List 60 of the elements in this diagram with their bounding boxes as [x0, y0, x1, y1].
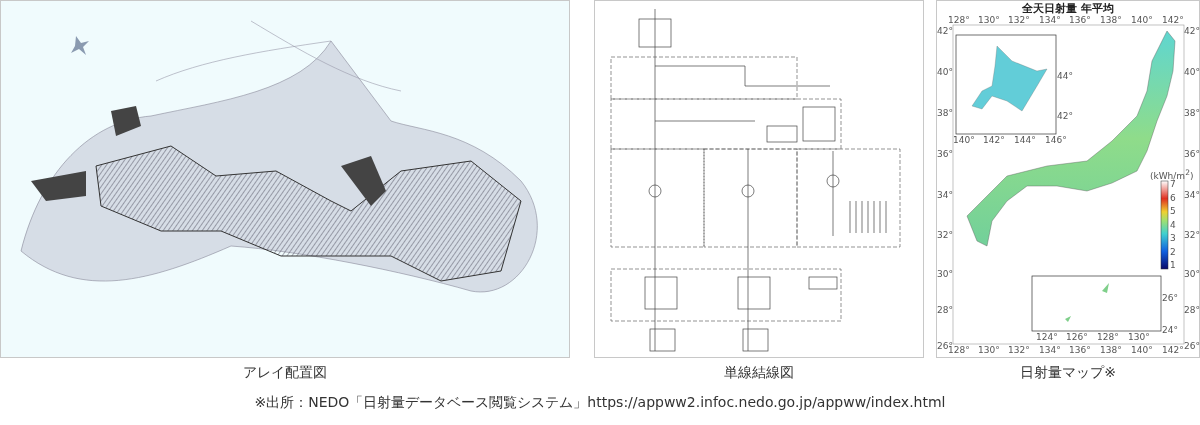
figure-panel [0, 0, 570, 358]
figure-caption: 単線結線図 [723, 364, 795, 382]
axis-tick-label: 130° [978, 345, 1000, 355]
axis-tick-label: 36° [937, 149, 953, 159]
axis-tick-label: 44° [1057, 71, 1073, 81]
axis-tick-label: 140° [1131, 15, 1153, 25]
colorbar-tick-label: 7 [1170, 179, 1176, 189]
axis-tick-label: 128° [948, 15, 970, 25]
colorbar-tick-label: 5 [1170, 206, 1176, 216]
axis-tick-label: 30° [937, 269, 953, 279]
axis-tick-label: 146° [1045, 135, 1067, 145]
axis-tick-label: 136° [1069, 345, 1091, 355]
axis-tick-label: 26° [1162, 293, 1178, 303]
axis-tick-label: 138° [1100, 15, 1122, 25]
axis-tick-label: 38° [937, 108, 953, 118]
axis-tick-label: 144° [1014, 135, 1036, 145]
unit-label: (kWh/m$^{2}$) [1150, 168, 1194, 181]
figure-caption: 日射量マップ※ [1019, 364, 1117, 382]
axis-tick-label: 38° [1184, 108, 1200, 118]
axis-tick-label: 40° [1184, 67, 1200, 77]
figure-panel [936, 0, 1200, 358]
axis-tick-label: 40° [937, 67, 953, 77]
axis-tick-label: 130° [978, 15, 1000, 25]
axis-tick-label: 28° [937, 305, 953, 315]
axis-tick-label: 42° [1057, 111, 1073, 121]
axis-tick-label: 132° [1008, 15, 1030, 25]
colorbar-tick-label: 3 [1170, 233, 1176, 243]
axis-tick-label: 128° [1097, 332, 1119, 342]
colorbar-tick-label: 4 [1170, 219, 1176, 230]
axis-tick-label: 34° [1184, 190, 1200, 200]
axis-tick-label: 36° [1184, 149, 1200, 159]
axis-tick-label: 142° [983, 135, 1005, 145]
axis-tick-label: 28° [1184, 305, 1200, 315]
figure-caption: アレイ配置図 [242, 364, 328, 382]
axis-tick-label: 140° [1131, 345, 1153, 355]
axis-tick-label: 42° [937, 26, 953, 36]
axis-tick-label: 124° [1036, 332, 1058, 342]
colorbar-tick-label: 2 [1170, 246, 1176, 257]
map-title: 全天日射量 年平均 [1021, 1, 1115, 16]
figure-panel [594, 0, 924, 358]
axis-tick-label: 32° [1184, 230, 1200, 240]
axis-tick-label: 142° [1162, 15, 1184, 25]
axis-tick-label: 32° [937, 230, 953, 240]
colorbar-tick-label: 1 [1170, 260, 1176, 270]
axis-tick-label: 42° [1184, 26, 1200, 36]
axis-tick-label: 142° [1162, 345, 1184, 355]
source-note: ※出所：NEDO「日射量データベース閲覧システム」https://appww2.infoc.nedo.go.jp/appww/index.html [253, 394, 947, 412]
axis-tick-label: 30° [1184, 269, 1200, 279]
axis-tick-label: 134° [1039, 345, 1061, 355]
axis-tick-label: 134° [1039, 15, 1061, 25]
axis-tick-label: 126° [1066, 332, 1088, 342]
colorbar-tick-label: 6 [1170, 192, 1176, 203]
axis-tick-label: 138° [1100, 345, 1122, 355]
axis-tick-label: 26° [1184, 341, 1200, 351]
axis-tick-label: 132° [1008, 345, 1030, 355]
axis-tick-label: 136° [1069, 15, 1091, 25]
axis-tick-label: 140° [953, 135, 975, 145]
axis-tick-label: 130° [1128, 332, 1150, 342]
axis-tick-label: 34° [937, 190, 953, 200]
axis-tick-label: 24° [1162, 325, 1178, 335]
